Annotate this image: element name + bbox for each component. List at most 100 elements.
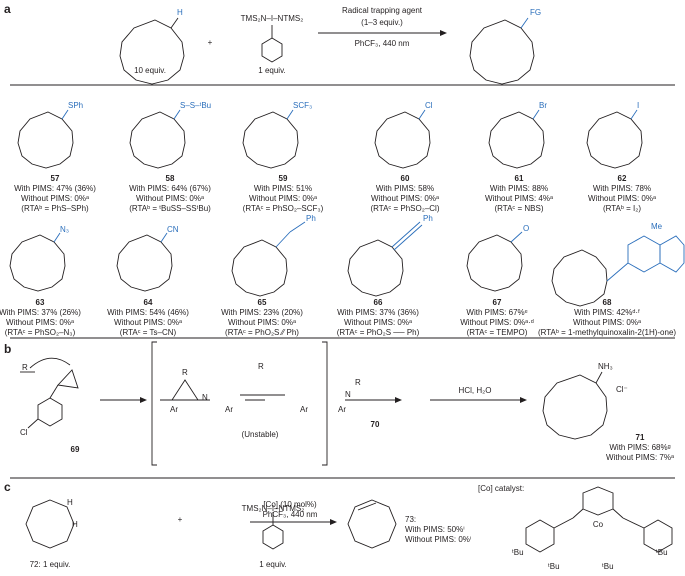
rta-57: (RTAᵇ = PhS–SPh) [21, 204, 89, 213]
h-1: H [67, 498, 73, 507]
tbu-3: ᵗBu [602, 562, 614, 571]
rta-60: (RTAᶜ = PhSO₂–Cl) [370, 204, 440, 213]
with-61: With PIMS: 88% [489, 184, 549, 193]
without-60: Without PIMS: 0%ᵃ [371, 194, 439, 203]
row1-rings [17, 109, 643, 169]
scheme-c-drawing [25, 486, 673, 553]
fg-68: Me [651, 222, 663, 231]
plus-c: + [177, 515, 183, 524]
panel-label-c: c [4, 480, 11, 494]
num-68: 68 [602, 298, 612, 307]
num-61: 61 [514, 174, 524, 183]
rta-66: (RTAᶜ = PhO₂S ── Ph) [336, 328, 420, 337]
row2-rings [9, 221, 685, 307]
reagent-equiv: 1 equiv. [258, 66, 286, 75]
with-58: With PIMS: 64% (67%) [129, 184, 211, 193]
ar-2: Ar [225, 405, 233, 414]
plus-sign: + [207, 38, 213, 47]
with-66: With PIMS: 37% (36%) [337, 308, 419, 317]
rta-58: (RTAᵇ = ᵗBuSS–SSᵗBu) [129, 204, 211, 213]
ar-imine: Ar [338, 405, 346, 414]
product-ring [469, 19, 535, 85]
without-58: Without PIMS: 0%ᵃ [136, 194, 204, 203]
with-63: With PIMS: 37% (26%) [0, 308, 81, 317]
arrow-label-3: PhCF₃, 440 nm [354, 39, 410, 48]
tbu-1: ᵗBu [512, 548, 524, 557]
panel-label-a: a [4, 2, 11, 16]
ammonium: NH₃ [598, 362, 613, 371]
without-63: Without PIMS: 0%ᵃ [6, 318, 74, 327]
fg-58: S–S–ᵗBu [180, 101, 212, 110]
rta-68: (RTAᵇ = 1-methylquinoxalin-2(1H)-one) [537, 328, 677, 337]
cobalt: Co [592, 520, 604, 529]
without-65: Without PIMS: 0%ᵃ [228, 318, 296, 327]
rta-65: (RTAᶜ = PhO₂S ⁄⁄ Ph) [225, 328, 299, 337]
cyclododecane-ring [119, 19, 185, 85]
without-57: Without PIMS: 0%ᵃ [21, 194, 89, 203]
substrate-h: H [177, 8, 183, 17]
catalyst-label: [Co] catalyst: [478, 484, 525, 493]
without-61: Without PIMS: 4%ᵃ [485, 194, 553, 203]
without-62: Without PIMS: 0%ᵃ [588, 194, 656, 203]
aryl-cl: Cl [20, 428, 28, 437]
without-59: Without PIMS: 0%ᵃ [249, 194, 317, 203]
cmpd-69: 69 [70, 445, 80, 454]
fg-62: I [637, 101, 640, 110]
without-68: Without PIMS: 0%ᵃ [573, 318, 641, 327]
with-71: With PIMS: 68%ᵍ [609, 443, 671, 452]
num-57: 57 [50, 174, 60, 183]
pims-reagent: TMS₂N–I–NTMS₂ [240, 14, 304, 23]
with-64: With PIMS: 54% (46%) [107, 308, 189, 317]
fg-61: Br [539, 101, 547, 110]
arrow-label-2: (1–3 equiv.) [361, 18, 403, 27]
substrate-equiv: 10 equiv. [134, 66, 166, 75]
rta-67: (RTAᶜ = TEMPO) [466, 328, 528, 337]
without-66: Without PIMS: 0%ᵃ [344, 318, 412, 327]
without-73: Without PIMS: 0%ⁱ [405, 535, 472, 544]
num-59: 59 [278, 174, 288, 183]
num-66: 66 [373, 298, 383, 307]
h-2: H [72, 520, 78, 529]
ar-1: Ar [170, 405, 178, 414]
rta-59: (RTAᶜ = PhSO₂–SCF₃) [242, 204, 324, 213]
fg-64: CN [167, 225, 179, 234]
fg-59: SCF₃ [293, 101, 313, 110]
num-65: 65 [257, 298, 267, 307]
without-67: Without PIMS: 0%ᵃ·ᵈ [460, 318, 534, 327]
fg-67: O [523, 224, 530, 233]
with-62: With PIMS: 78% [592, 184, 652, 193]
hcl-label: HCl, H₂O [458, 386, 492, 395]
fg-60: Cl [425, 101, 433, 110]
r-2: R [258, 362, 264, 371]
n-radical: N [202, 393, 208, 402]
with-59: With PIMS: 51% [253, 184, 313, 193]
with-65: With PIMS: 23% (20%) [221, 308, 303, 317]
r-imine: R [355, 378, 361, 387]
scheme-b-drawing [20, 341, 608, 466]
product-fg: FG [530, 8, 542, 17]
chloride: Cl⁻ [616, 385, 628, 394]
tbu-4: ᵗBu [656, 548, 668, 557]
conditions-c: PhCF₃, 440 nm [262, 510, 318, 519]
pims-reagent-c: TMS₂N–I–NTMS₂ [241, 504, 305, 513]
num-63: 63 [35, 298, 45, 307]
fg-63: N₃ [60, 225, 70, 234]
num-60: 60 [400, 174, 410, 183]
without-64: Without PIMS: 0%ᵃ [114, 318, 182, 327]
cmpd-70: 70 [370, 420, 380, 429]
phenyl-ring [261, 37, 283, 63]
num-62: 62 [617, 174, 627, 183]
tbu-2: ᵗBu [548, 562, 560, 571]
r-1: R [182, 368, 188, 377]
without-71: Without PIMS: 7%ᵃ [606, 453, 674, 462]
panel-label-b: b [4, 342, 12, 356]
radical-r: R [22, 363, 28, 372]
num-67: 67 [492, 298, 502, 307]
substrate-72: 72: 1 equiv. [29, 560, 71, 569]
with-57: With PIMS: 47% (36%) [14, 184, 96, 193]
fg-65: Ph [306, 214, 316, 223]
fg-66: Ph [423, 214, 433, 223]
with-68: With PIMS: 42%ᵈ·ᶠ [574, 308, 640, 317]
